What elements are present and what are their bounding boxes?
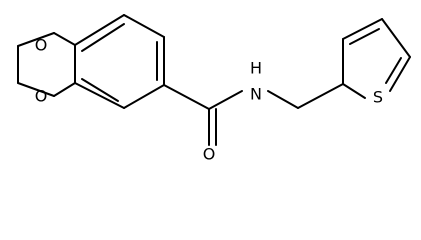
- bond: [81, 78, 119, 102]
- bond: [163, 84, 210, 110]
- bond: [123, 14, 165, 38]
- bond: [74, 82, 125, 109]
- bond: [81, 23, 125, 52]
- bond: [349, 28, 380, 45]
- bond: [53, 32, 76, 46]
- bond: [53, 82, 76, 97]
- bond: [267, 90, 299, 109]
- amide-hydrogen-label: H: [250, 59, 262, 78]
- bond: [123, 84, 165, 109]
- benzodioxole-ring: [17, 14, 165, 109]
- bond: [381, 18, 411, 58]
- thiophene-ring: [342, 18, 411, 99]
- bond: [17, 32, 55, 47]
- amide-nitrogen-label: N: [250, 85, 262, 104]
- oxygen-bottom-label: O: [35, 87, 48, 106]
- bond: [385, 57, 402, 84]
- bond: [208, 90, 243, 110]
- structure-svg: O O O N H S: [17, 14, 411, 164]
- bond: [17, 82, 55, 97]
- amide-group: [163, 83, 344, 146]
- bond: [342, 83, 366, 99]
- bond: [342, 18, 383, 40]
- thiophene-sulfur-label: S: [373, 88, 383, 107]
- bond: [389, 56, 411, 92]
- bond: [297, 83, 344, 109]
- carbonyl-oxygen-label: O: [203, 145, 216, 164]
- molecule-diagram: O O O N H S: [17, 14, 411, 164]
- bond: [74, 14, 125, 46]
- oxygen-top-label: O: [35, 36, 48, 55]
